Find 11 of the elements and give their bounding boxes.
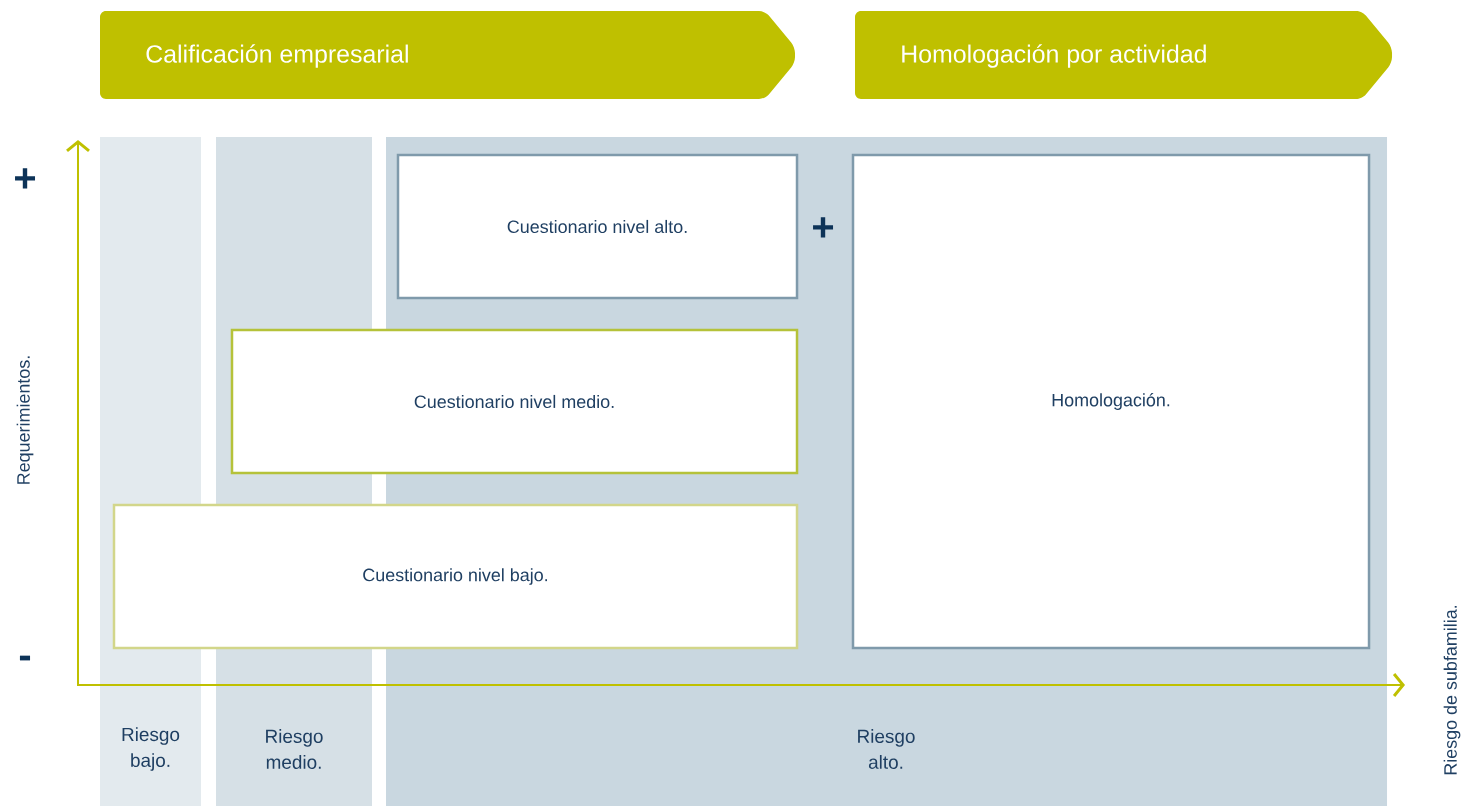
axis-title: Requerimientos. xyxy=(16,356,34,484)
level-box: Cuestionario nivel alto. xyxy=(396,153,799,300)
sign-symbol: + xyxy=(813,217,834,238)
level-box: Cuestionario nivel medio. xyxy=(230,328,799,475)
phase-banner: Homologación por actividad xyxy=(855,11,1392,99)
sign-symbol: + xyxy=(15,168,35,189)
sign-symbol: - xyxy=(19,655,31,661)
axis-title: Riesgo de subfamilia. xyxy=(1443,605,1461,775)
level-box: Cuestionario nivel bajo. xyxy=(112,503,799,650)
phase-banner: Calificación empresarial xyxy=(100,11,795,99)
level-box: Homologación. xyxy=(851,153,1371,650)
